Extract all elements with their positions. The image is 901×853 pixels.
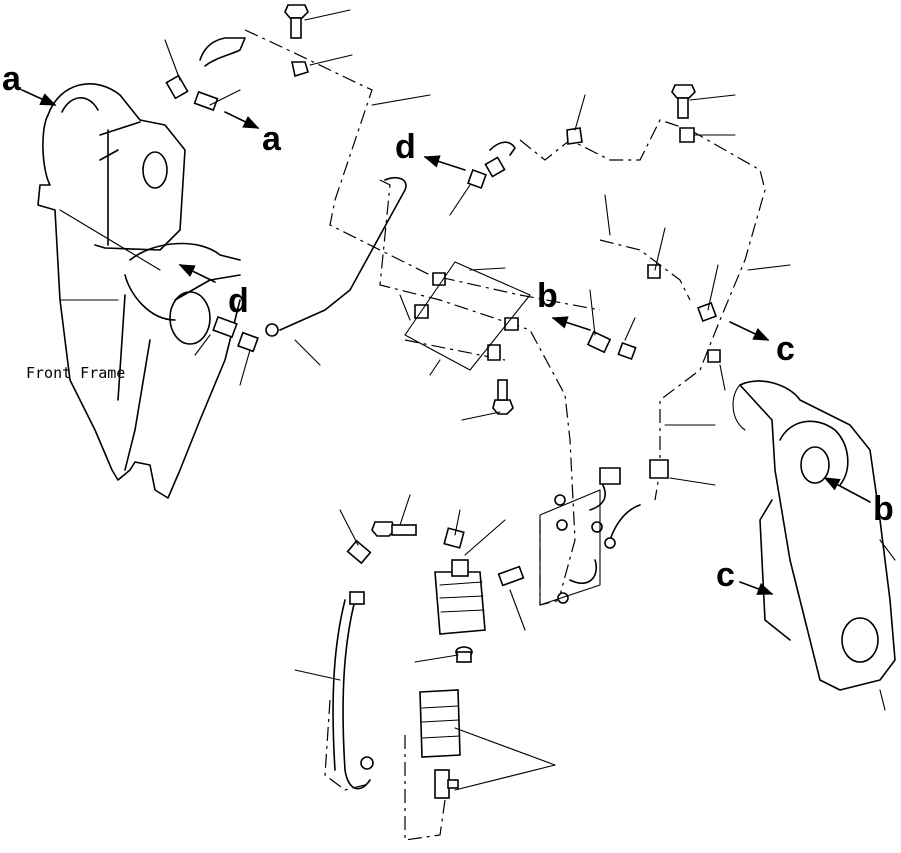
label-b-right: b — [873, 490, 894, 528]
bolt-bottom — [455, 646, 473, 663]
junction-block-upper — [434, 559, 486, 635]
front-frame-right — [732, 380, 896, 711]
leader-lines — [164, 9, 791, 791]
group-outlines — [404, 261, 601, 606]
bolt-top — [284, 4, 309, 39]
label-a-left: a — [2, 60, 22, 98]
clamps — [291, 61, 721, 485]
junction-block-lower — [419, 689, 461, 758]
fittings — [165, 74, 717, 799]
label-a-right: a — [262, 120, 282, 158]
bolt-lower — [371, 521, 417, 537]
label-c-right: c — [716, 556, 735, 594]
bolt-mid — [492, 379, 514, 415]
pipes — [199, 37, 641, 790]
label-d-bottom: d — [228, 282, 249, 320]
reference-arrows — [21, 89, 871, 595]
label-d-top: d — [395, 128, 416, 166]
label-b-mid: b — [537, 277, 558, 315]
harness-routes — [244, 29, 766, 841]
front-frame-left — [37, 83, 241, 499]
bolt-top-right — [671, 84, 696, 119]
label-c-mid: c — [776, 330, 795, 368]
caption-front-frame: Front Frame — [26, 364, 125, 382]
